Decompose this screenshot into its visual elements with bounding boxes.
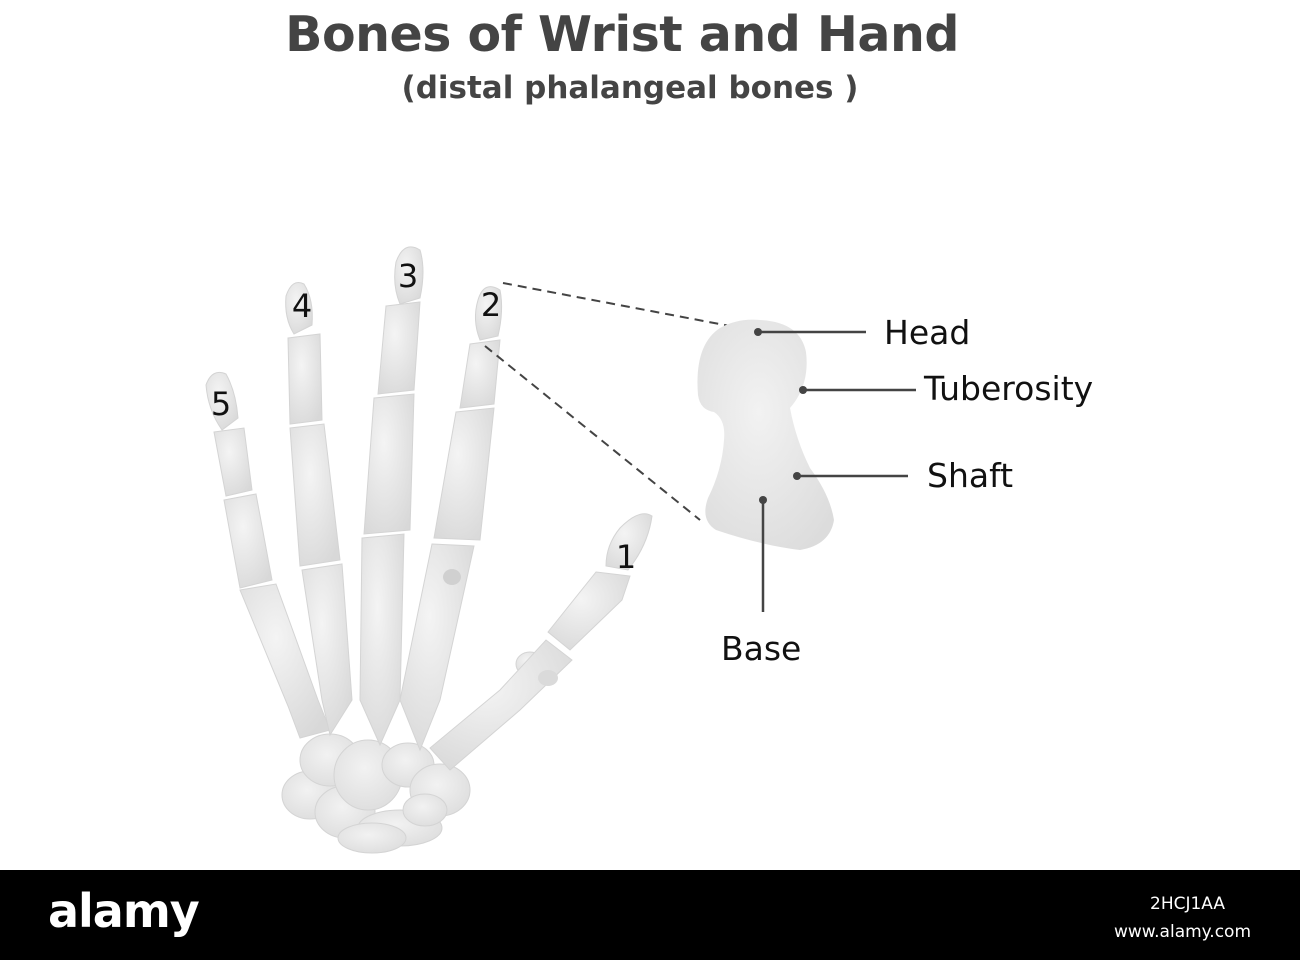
zoom-line-top	[502, 282, 731, 327]
label-tuberosity: Tuberosity	[923, 369, 1093, 408]
finger-number-4: 4	[292, 287, 312, 325]
image-code: 2HCJ1AA	[1150, 894, 1226, 914]
leader-tuberosity	[799, 386, 916, 394]
finger-1-bones	[429, 513, 653, 771]
diagram-subtitle: (distal phalangeal bones )	[401, 70, 859, 106]
leader-shaft	[793, 472, 908, 480]
zoom-line-bottom	[484, 345, 701, 521]
label-base: Base	[721, 629, 801, 668]
watermark-url: www.alamy.com	[1114, 922, 1252, 942]
alamy-logo: alamy	[48, 884, 200, 938]
label-head: Head	[884, 313, 970, 352]
hand-diagram: 1 2 3 4 5 Head Tuberosity Shaft Base	[205, 246, 1093, 854]
finger-number-5: 5	[211, 385, 231, 423]
finger-number-2: 2	[481, 286, 501, 324]
finger-4-bones	[285, 282, 353, 737]
watermark-footer: alamy 2HCJ1AA www.alamy.com	[0, 870, 1300, 960]
finger-2-bones	[399, 286, 503, 752]
label-shaft: Shaft	[927, 456, 1013, 495]
finger-5-bones	[205, 371, 331, 739]
finger-3-bones	[359, 246, 424, 747]
distal-phalanx-enlarged	[697, 319, 834, 550]
diagram-title: Bones of Wrist and Hand	[285, 6, 959, 63]
carpal-bones	[281, 733, 471, 854]
leader-base	[759, 496, 767, 612]
finger-number-1: 1	[616, 538, 636, 576]
leader-head	[754, 328, 866, 336]
finger-number-3: 3	[398, 257, 418, 295]
